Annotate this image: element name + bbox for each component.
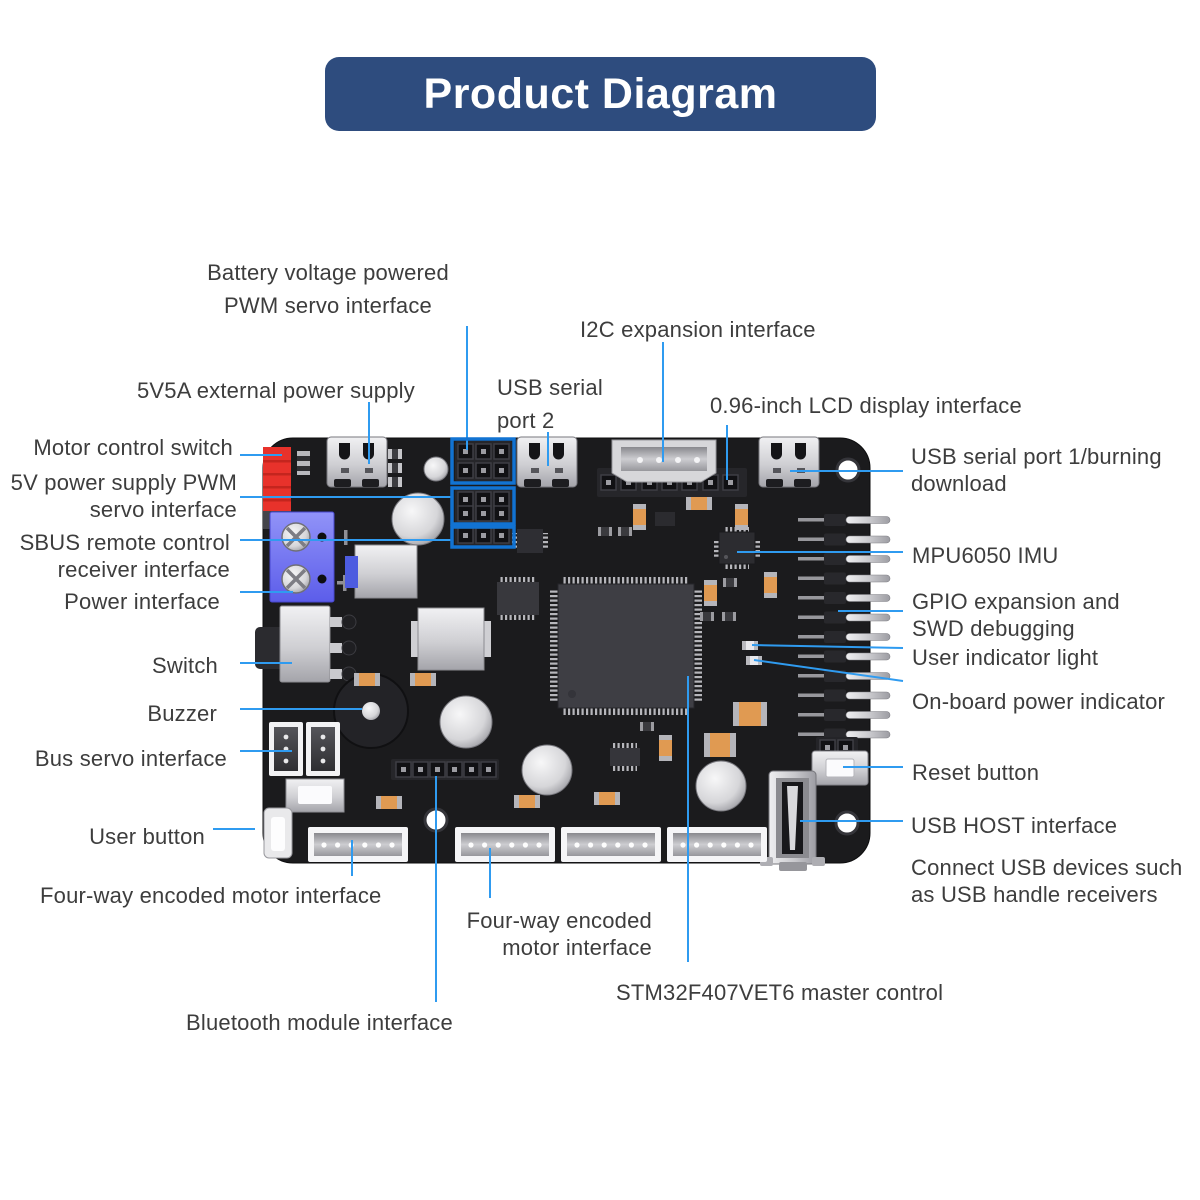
- label-5v-pwm-servo: 5V power supply PWM servo interface: [10, 470, 237, 522]
- label-battery-pwm-servo: Battery voltage powered PWM servo interf…: [207, 260, 449, 318]
- pwm-header-5v: [455, 489, 512, 523]
- slide-switch: [255, 605, 357, 683]
- buzzer: [333, 673, 409, 749]
- soic-chip: [497, 577, 539, 620]
- label-usb-host: USB HOST interface: [911, 813, 1118, 838]
- stm32-chip: [550, 577, 702, 715]
- bluetooth-header: [391, 759, 499, 780]
- page-title: Product Diagram: [325, 57, 876, 131]
- usb-host-port: [760, 770, 825, 871]
- usb-power-port: [326, 436, 388, 488]
- capacitor: [695, 760, 747, 812]
- capacitor-small: [423, 456, 449, 482]
- reset-button: [811, 750, 869, 786]
- bus-servo-connector-1: [269, 722, 303, 776]
- label-usb-serial-2: USB serial port 2: [497, 375, 603, 433]
- label-motor-interface-bottom: Four-way encoded motor interface: [466, 908, 652, 960]
- sbus-header: [455, 526, 512, 545]
- label-bus-servo: Bus servo interface: [34, 746, 227, 771]
- label-usb-host-note: Connect USB devices such as USB handle r…: [911, 855, 1183, 907]
- label-stm32-master: STM32F407VET6 master control: [616, 980, 944, 1005]
- label-motor-interface-left: Four-way encoded motor interface: [40, 883, 382, 908]
- usb-serial-1-port: [758, 436, 820, 488]
- connector-module: [285, 778, 345, 813]
- mounting-hole: [834, 810, 860, 836]
- label-switch: Switch: [152, 653, 218, 678]
- label-buzzer: Buzzer: [147, 701, 217, 726]
- capacitor: [391, 492, 445, 546]
- label-reset-button: Reset button: [912, 760, 1040, 785]
- motor-connector-3: [561, 827, 661, 862]
- motor-connector-4: [667, 827, 767, 862]
- small-ic: [512, 512, 675, 771]
- label-power-interface: Power interface: [64, 589, 220, 614]
- capacitor: [439, 695, 493, 749]
- label-lcd-interface: 0.96-inch LCD display interface: [710, 393, 1022, 418]
- bus-servo-connector-2: [306, 722, 340, 776]
- mpu6050-chip: [714, 527, 760, 569]
- pwm-header-battery: [455, 441, 512, 481]
- motor-connector-2: [455, 827, 555, 862]
- smd-parts-top: [388, 449, 402, 487]
- smd-capacitors: [354, 497, 777, 809]
- label-mpu6050: MPU6050 IMU: [912, 543, 1059, 568]
- dcdc-module: [345, 544, 418, 599]
- motor-connector-1: [308, 827, 408, 862]
- label-5v5a-power: 5V5A external power supply: [137, 378, 415, 403]
- regulator-module: [411, 607, 491, 671]
- label-sbus-receiver: SBUS remote control receiver interface: [19, 530, 230, 582]
- label-user-button: User button: [89, 824, 205, 849]
- leader-lines: [213, 326, 904, 1002]
- label-bluetooth-module: Bluetooth module interface: [186, 1010, 453, 1035]
- highlight-boxes: [450, 437, 516, 549]
- label-usb-serial-1: USB serial port 1/burning download: [911, 444, 1162, 496]
- user-button: [263, 807, 293, 859]
- label-motor-control-switch: Motor control switch: [33, 435, 233, 460]
- label-power-indicator: On-board power indicator: [912, 689, 1166, 714]
- label-user-indicator: User indicator light: [912, 645, 1099, 670]
- power-terminal: [269, 511, 353, 603]
- label-gpio-swd: GPIO expansion and SWD debugging: [912, 589, 1120, 641]
- capacitor: [521, 744, 573, 796]
- label-i2c-interface: I2C expansion interface: [580, 317, 816, 342]
